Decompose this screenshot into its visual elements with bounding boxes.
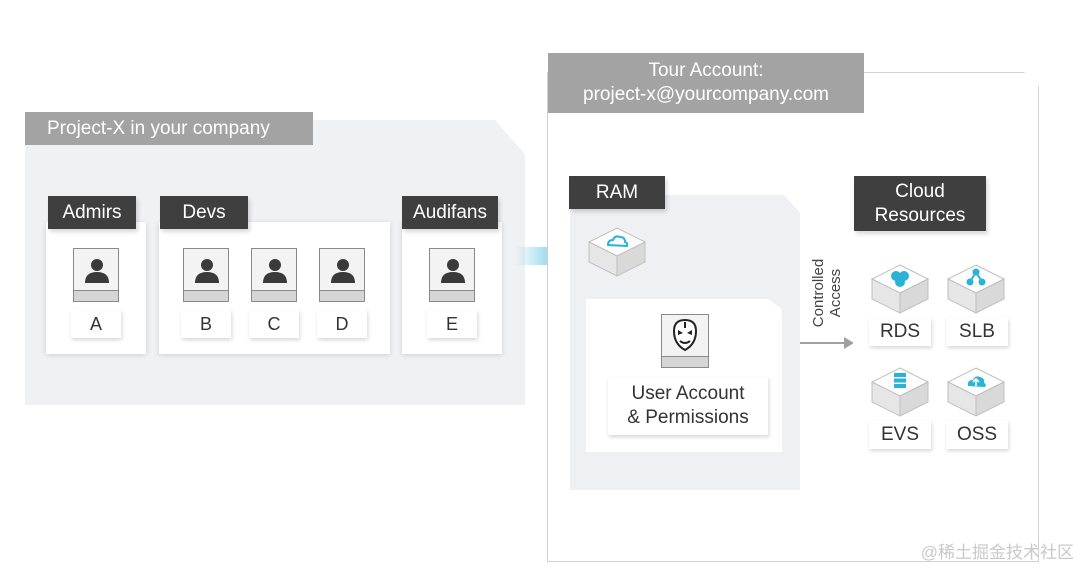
group-label-devs: Devs	[160, 196, 248, 229]
rds-icon	[870, 264, 930, 314]
user-label-a: A	[71, 310, 121, 338]
user-label-e: E	[427, 310, 477, 338]
company-title: Project-X in your company	[25, 112, 313, 145]
cloud-title-line2: Resources	[874, 204, 966, 226]
access-label-line2: Access	[827, 268, 844, 318]
user-account-label: User Account & Permissions	[608, 377, 768, 435]
user-label-c: C	[249, 310, 299, 338]
account-title-line1: Tour Account:	[648, 60, 764, 81]
user-label-b: B	[181, 310, 231, 338]
watermark: @稀土掘金技术社区	[920, 543, 1074, 562]
access-label-line1: Controlled	[810, 258, 827, 328]
resource-label-oss: OSS	[946, 421, 1008, 449]
oss-icon	[946, 367, 1006, 417]
user-account-line1: User Account	[631, 383, 745, 404]
resource-label-rds: RDS	[869, 318, 931, 346]
slb-icon	[946, 264, 1006, 314]
cloud-title-line1: Cloud	[895, 180, 945, 202]
user-icon	[251, 248, 297, 302]
account-title: Tour Account: project-x@yourcompany.com	[548, 53, 864, 113]
group-label-audifans: Audifans	[402, 196, 498, 229]
evs-icon	[870, 367, 930, 417]
resource-label-slb: SLB	[946, 318, 1008, 346]
cloud-title: Cloud Resources	[854, 176, 986, 231]
user-icon	[429, 248, 475, 302]
user-icon	[319, 248, 365, 302]
user-icon	[183, 248, 229, 302]
group-label-admirs: Admirs	[48, 196, 136, 229]
account-title-line2: project-x@yourcompany.com	[583, 84, 829, 105]
mask-icon	[661, 314, 709, 368]
user-label-d: D	[317, 310, 367, 338]
resource-label-evs: EVS	[869, 421, 931, 449]
user-icon	[73, 248, 119, 302]
user-account-line2: & Permissions	[627, 407, 749, 428]
ram-title: RAM	[569, 176, 665, 209]
access-arrow	[800, 337, 854, 349]
ram-cloud-icon	[587, 227, 647, 277]
access-label: Controlled Access	[799, 253, 855, 333]
